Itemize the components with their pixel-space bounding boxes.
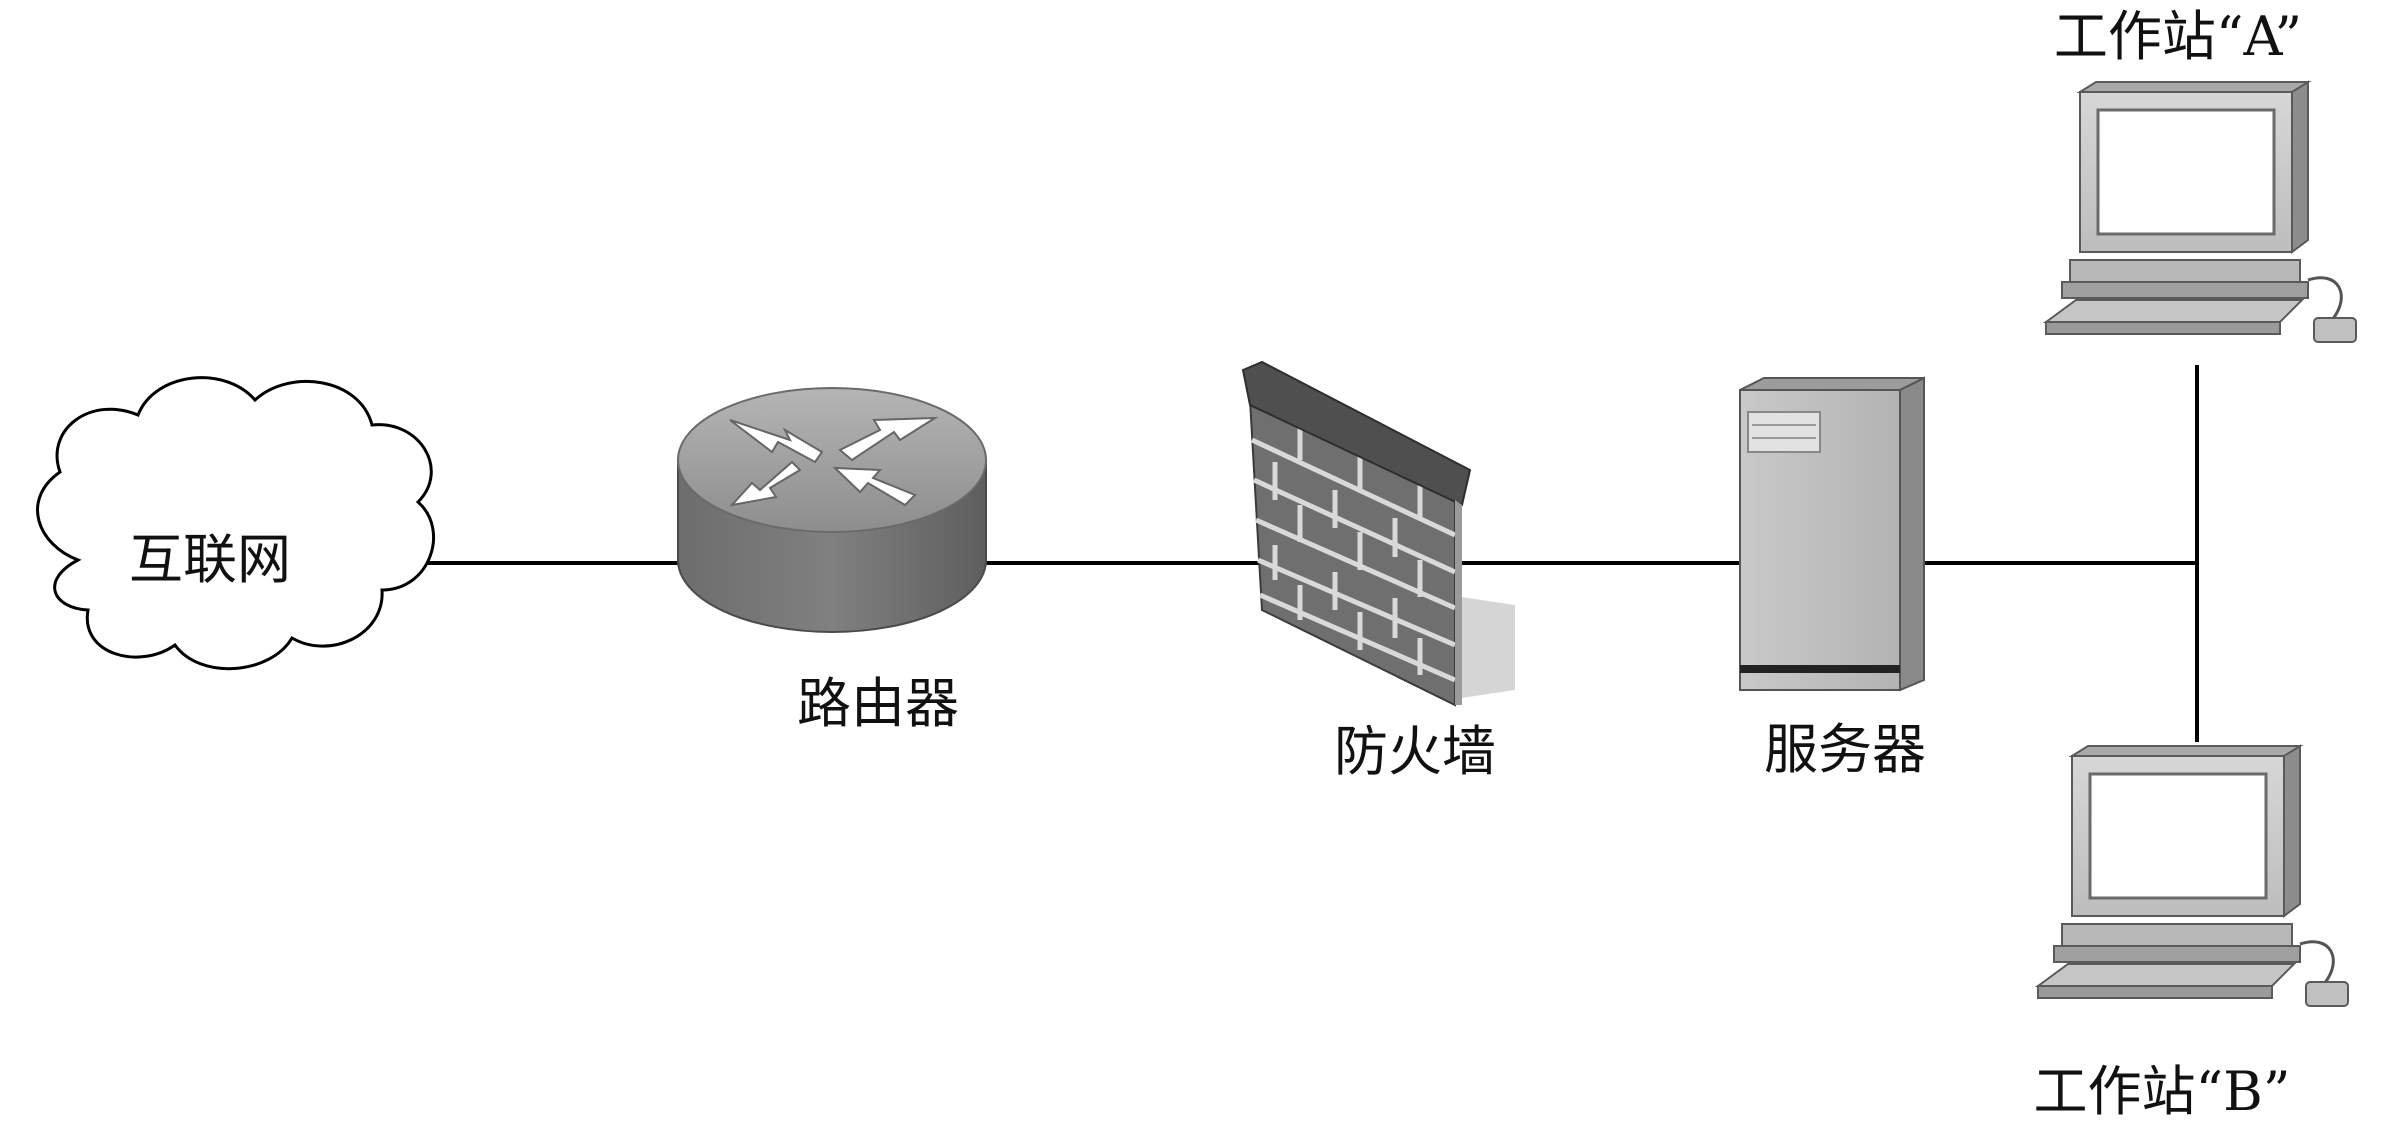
- server-label: 服务器: [1764, 718, 1926, 781]
- workstation-b-icon: [2034, 744, 2349, 1007]
- workstation-b-label: 工作站“B”: [2034, 1060, 2291, 1123]
- internet-label: 互联网: [129, 528, 291, 591]
- workstation-a-icon: [2042, 80, 2357, 343]
- connection-lines: [428, 365, 2199, 742]
- router-icon: [677, 387, 987, 633]
- workstation-a-label: 工作站“A”: [2054, 5, 2302, 68]
- internet-cloud-icon: [36, 376, 435, 671]
- firewall-icon: [1241, 360, 1515, 707]
- firewall-label: 防火墙: [1334, 720, 1496, 783]
- server-icon: [1739, 376, 1925, 692]
- router-label: 路由器: [797, 672, 959, 735]
